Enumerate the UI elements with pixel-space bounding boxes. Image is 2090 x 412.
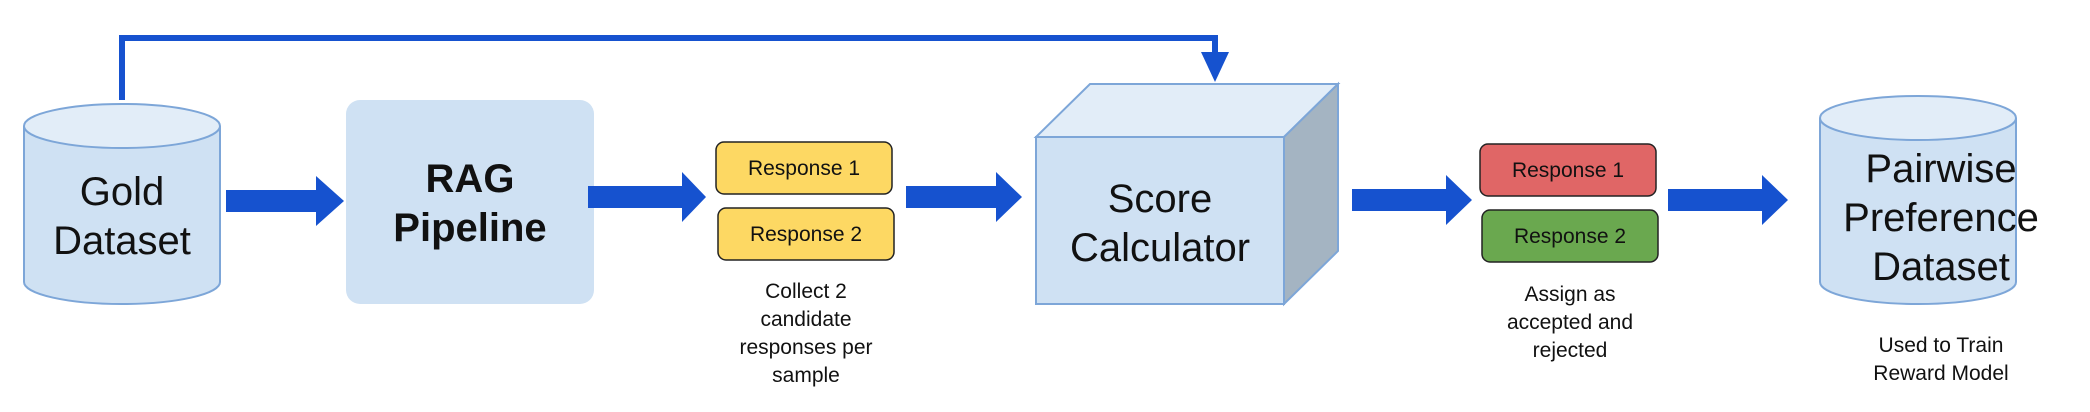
accepted-response xyxy=(1481,209,1659,263)
pairwise-dataset-label-line3: Dataset xyxy=(1872,245,2010,289)
candidate-response-1 xyxy=(715,141,893,195)
cube-icon xyxy=(1033,81,1341,307)
arrow-assigned-to-pairwise xyxy=(1668,175,1788,225)
candidate-response-2 xyxy=(717,207,895,261)
database-cylinder-icon xyxy=(23,103,221,305)
candidates-caption-line1: Collect 2 xyxy=(765,280,847,303)
arrow-rag-to-responses xyxy=(588,172,706,222)
candidate-response-1-label: Response 1 xyxy=(748,157,860,180)
candidates-caption-line2: candidate xyxy=(760,308,851,331)
rag-pipeline-label-line1: RAG xyxy=(426,157,515,201)
gold-to-score-connector xyxy=(119,35,1229,100)
pairwise-dataset-node: Pairwise Preference Dataset Used to Trai… xyxy=(1819,95,2039,385)
gold-dataset-node: Gold Dataset xyxy=(23,103,221,305)
candidate-response-2-label: Response 2 xyxy=(750,223,862,246)
assigned-caption-line3: rejected xyxy=(1533,339,1608,362)
gold-dataset-label-line2: Dataset xyxy=(53,219,191,263)
score-calculator-label-line1: Score xyxy=(1108,177,1213,221)
gold-dataset-label-line1: Gold xyxy=(80,170,165,214)
pairwise-caption-line1: Used to Train xyxy=(1879,334,2004,357)
assigned-responses: Response 1 Response 2 Assign as accepted… xyxy=(1479,143,1659,362)
rag-pipeline-label-line2: Pipeline xyxy=(393,206,546,250)
pairwise-caption-line2: Reward Model xyxy=(1873,362,2008,385)
accepted-response-label: Response 2 xyxy=(1514,225,1626,248)
pairwise-dataset-label-line1: Pairwise xyxy=(1865,147,2016,191)
candidates-caption-line4: sample xyxy=(772,364,840,387)
assigned-caption-line1: Assign as xyxy=(1524,283,1615,306)
rejected-response-label: Response 1 xyxy=(1512,159,1624,182)
database-cylinder-icon xyxy=(1819,95,2017,305)
assigned-caption-line2: accepted and xyxy=(1507,311,1633,334)
arrow-gold-to-rag xyxy=(226,176,344,226)
score-calculator-label-line2: Calculator xyxy=(1070,226,1250,270)
score-calculator-node: Score Calculator xyxy=(1033,81,1341,307)
candidate-responses: Response 1 Response 2 Collect 2 candidat… xyxy=(715,141,895,387)
rejected-response xyxy=(1479,143,1657,197)
candidates-caption-line3: responses per xyxy=(739,336,872,359)
rag-pipeline-node: RAG Pipeline xyxy=(346,100,594,304)
pairwise-dataset-label-line2: Preference xyxy=(1843,196,2039,240)
arrow-responses-to-score xyxy=(906,172,1022,222)
arrow-score-to-assigned xyxy=(1352,175,1472,225)
